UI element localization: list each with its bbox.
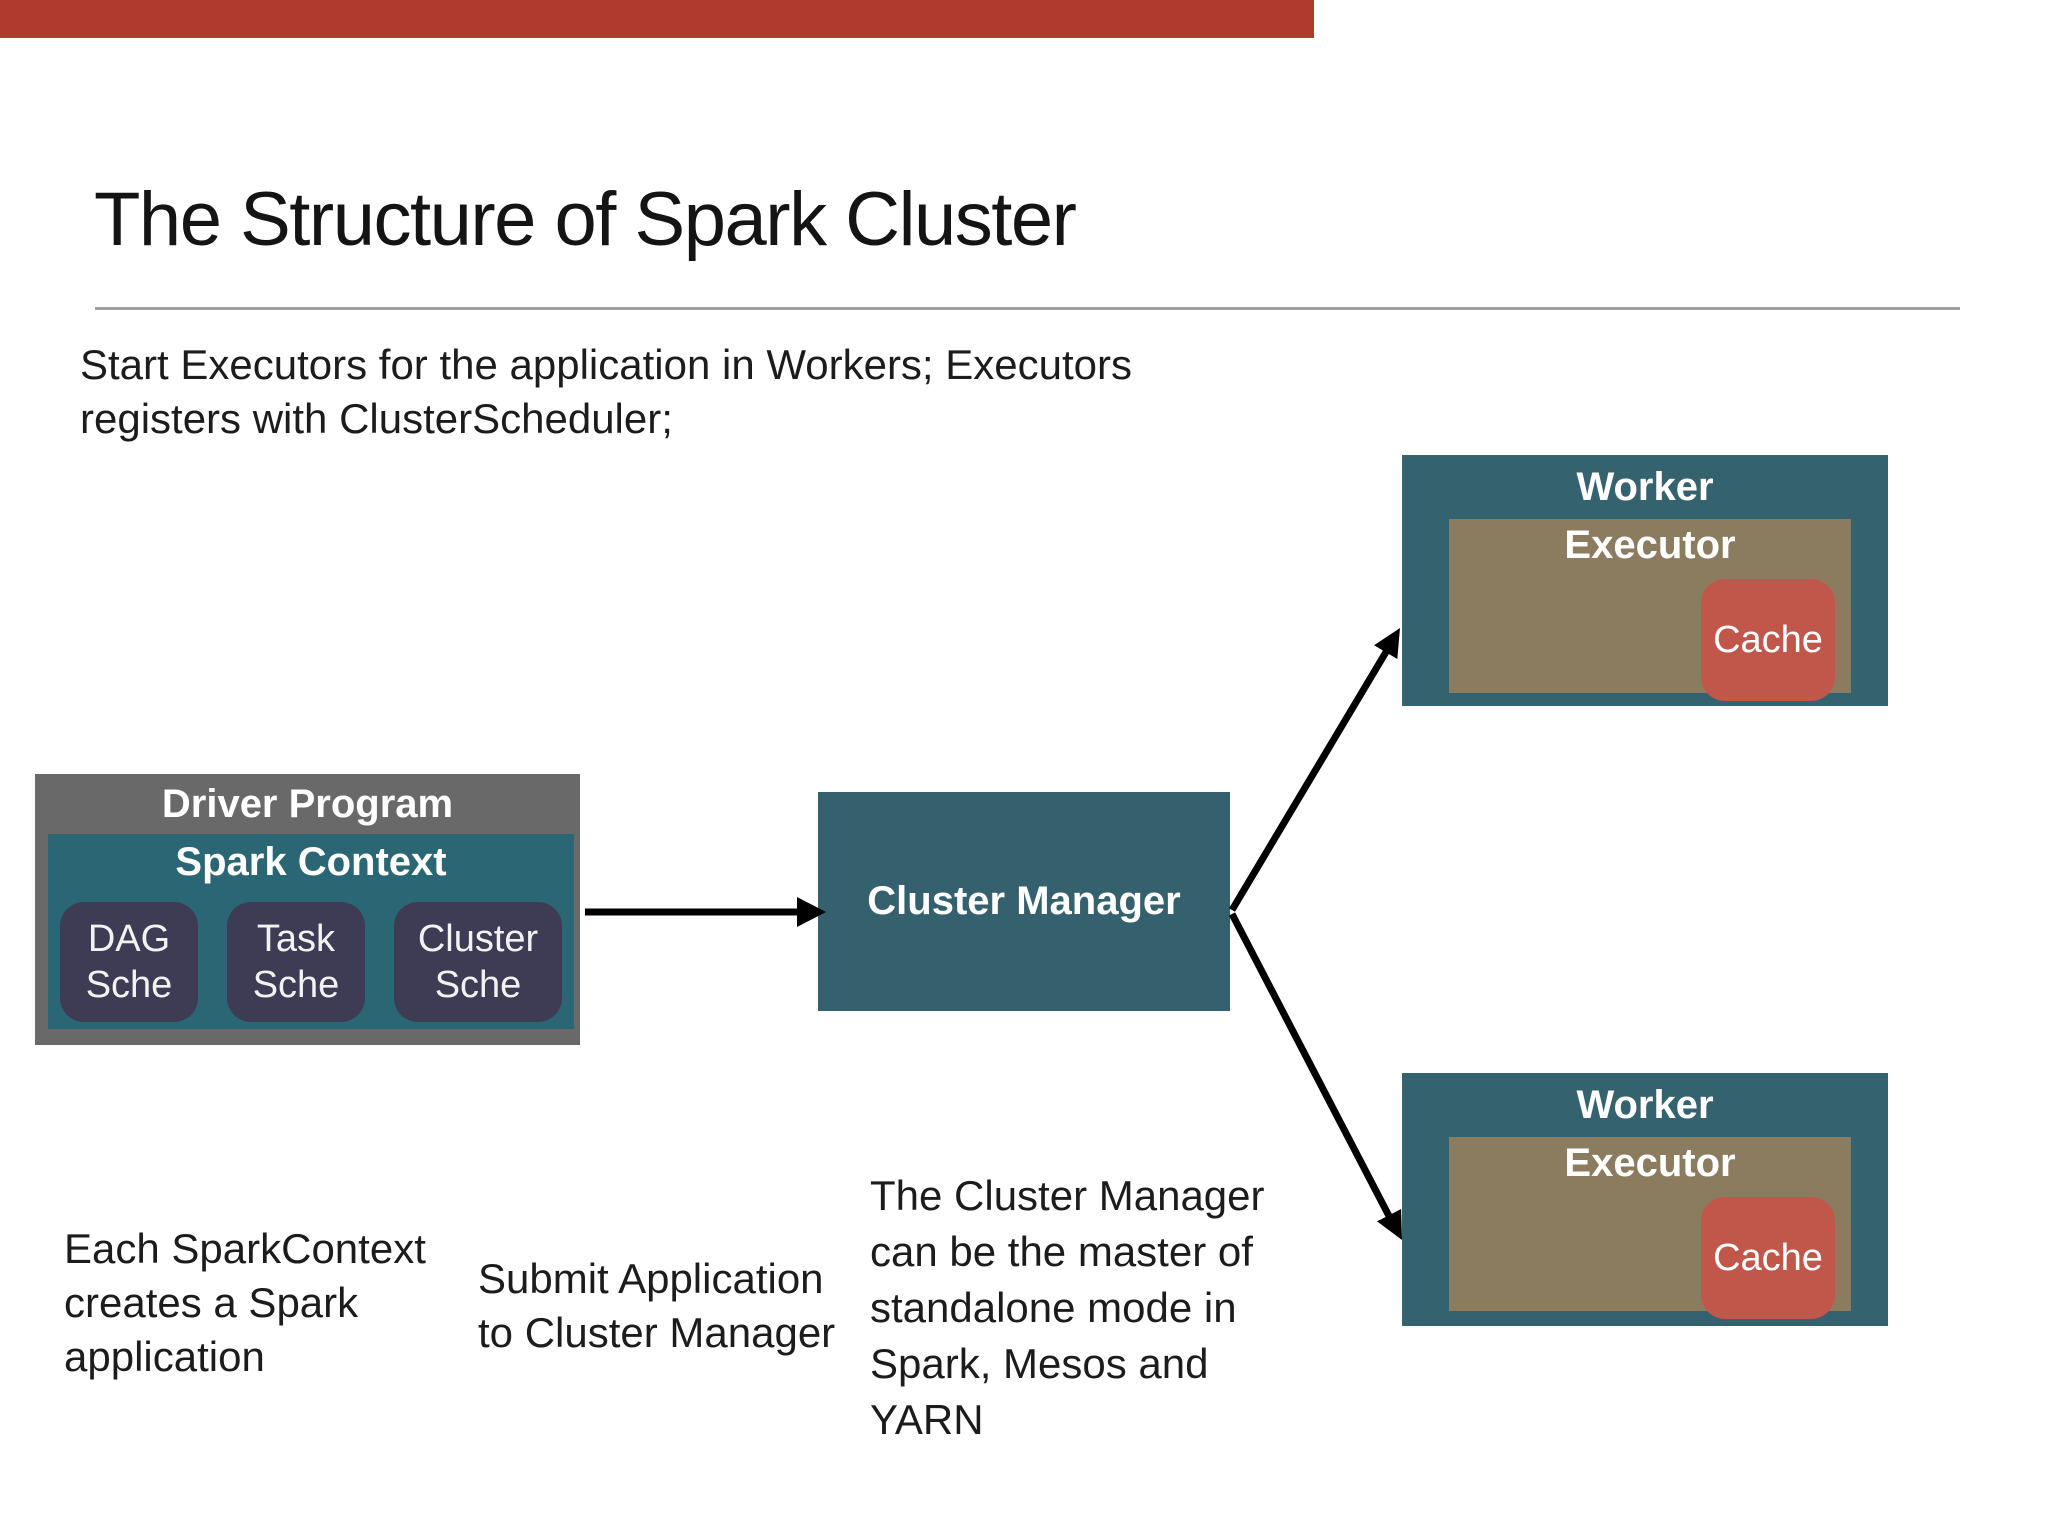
cache-label: Cache (1713, 1236, 1823, 1279)
cache-box: Cache (1701, 1197, 1835, 1319)
arrow-cluster-manager-to-worker-top (1228, 628, 1400, 912)
worker-label: Worker (1576, 1083, 1714, 1127)
title-divider (95, 307, 1960, 310)
dag-scheduler-box: DAG Sche (60, 902, 198, 1022)
cache-box: Cache (1701, 579, 1835, 701)
note-submit-application: Submit Application to Cluster Manager (478, 1255, 836, 1356)
cluster-manager-label: Cluster Manager (867, 879, 1181, 923)
cluster-scheduler-box: Cluster Sche (394, 902, 562, 1022)
arrow-driver-to-cluster-manager (585, 897, 826, 927)
scheduler-row: DAG Sche Task Sche Cluster Sche (60, 902, 562, 1022)
note-spark-application: Each SparkContext creates a Spark applic… (64, 1225, 426, 1380)
driver-program-box: Driver Program Spark Context DAG Sche Ta… (35, 774, 580, 1045)
executor-box: Executor Cache (1449, 1137, 1851, 1319)
cluster-manager-box: Cluster Manager (818, 792, 1230, 1011)
executor-box: Executor Cache (1449, 519, 1851, 701)
spark-context-box: Spark Context DAG Sche Task Sche Cluster… (48, 834, 574, 1029)
worker-box-bottom: Worker Executor Cache (1402, 1073, 1888, 1326)
slide-title: The Structure of Spark Cluster (94, 177, 1077, 262)
note-cluster-manager-modes: The Cluster Manager can be the master of… (870, 1172, 1265, 1443)
worker-box-top: Worker Executor Cache (1402, 455, 1888, 706)
task-scheduler-box: Task Sche (227, 902, 365, 1022)
worker-label: Worker (1576, 465, 1714, 509)
executor-label: Executor (1564, 1141, 1736, 1185)
driver-program-label: Driver Program (161, 782, 454, 826)
spark-context-label: Spark Context (175, 840, 447, 884)
slide-subtitle: Start Executors for the application in W… (80, 341, 1133, 442)
executor-label: Executor (1564, 523, 1736, 567)
top-accent-bar (0, 0, 1314, 38)
cache-label: Cache (1713, 618, 1823, 661)
